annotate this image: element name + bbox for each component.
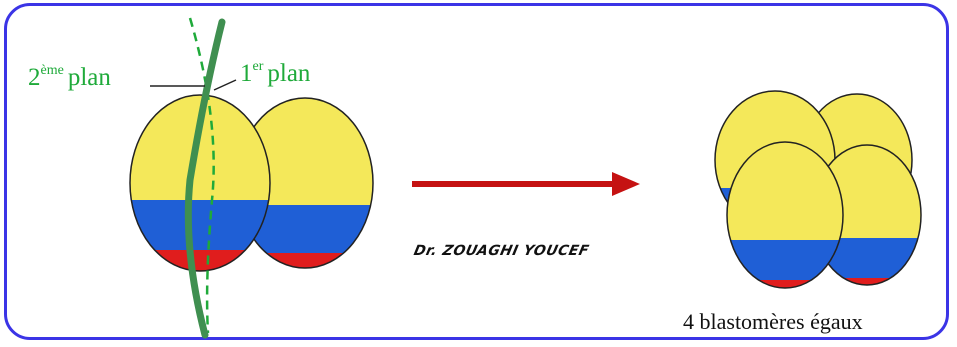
four-cell-caption: 4 blastomères égaux xyxy=(683,309,863,335)
first-plane-pointer xyxy=(214,80,236,90)
second-plane-number: 2 xyxy=(28,64,41,91)
second-plane-sup: ème xyxy=(41,63,64,78)
author-signature: Dr. ZOUAGHI YOUCEF xyxy=(412,243,590,259)
first-plane-sup: er xyxy=(253,59,264,74)
arrow-right-icon xyxy=(412,172,640,196)
second-plane-word: plan xyxy=(68,64,111,91)
first-plane-word: plan xyxy=(267,60,310,87)
first-plane-number: 1 xyxy=(240,60,253,87)
